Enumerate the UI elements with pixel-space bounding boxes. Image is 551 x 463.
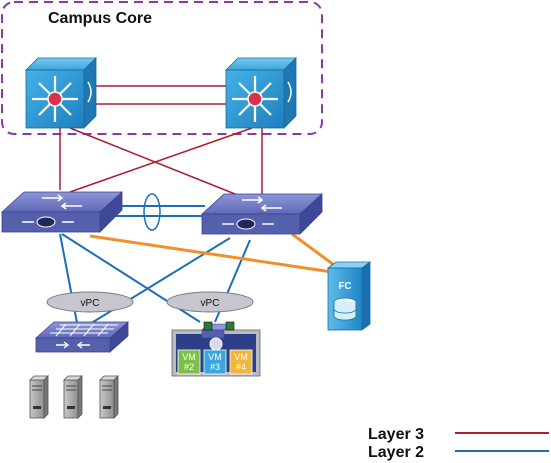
vm-2-label: VM#2 — [182, 352, 196, 372]
vpc-right-oval: vPC — [166, 291, 254, 313]
server-icon — [29, 375, 49, 419]
vm-4-box — [229, 349, 253, 375]
fc-storage-icon: FC — [326, 261, 372, 331]
distribution-switch-left-icon — [0, 191, 124, 233]
port-channel-ring — [143, 193, 161, 231]
campus-core-boundary — [1, 1, 323, 135]
core-switch-right-icon — [225, 57, 297, 129]
legend: Layer 3 Layer 2 — [368, 426, 549, 461]
access-switch-icon — [34, 321, 130, 353]
fc-links — [89, 232, 335, 274]
vpc-left-oval: vPC — [46, 291, 134, 313]
server-icon — [99, 375, 119, 419]
vpc-right-label: vPC — [201, 298, 220, 309]
vpc-left-label: vPC — [81, 298, 100, 309]
vm-3-box — [203, 349, 227, 375]
legend-layer3-label: Layer 3 — [368, 426, 424, 443]
distribution-switch-right-icon — [200, 193, 324, 235]
vm-3-label: VM#3 — [208, 352, 222, 372]
vm-4-label: VM#4 — [234, 352, 248, 372]
vm-2-box — [177, 349, 201, 375]
legend-layer2-label: Layer 2 — [368, 444, 424, 461]
virtual-server-icon: VM#2 VM#3 VM#4 — [171, 321, 261, 377]
server-icon — [63, 375, 83, 419]
campus-core-title: Campus Core — [48, 10, 152, 27]
fc-label: FC — [338, 281, 351, 292]
layer3-links — [59, 85, 263, 201]
core-switch-left-icon — [25, 57, 97, 129]
